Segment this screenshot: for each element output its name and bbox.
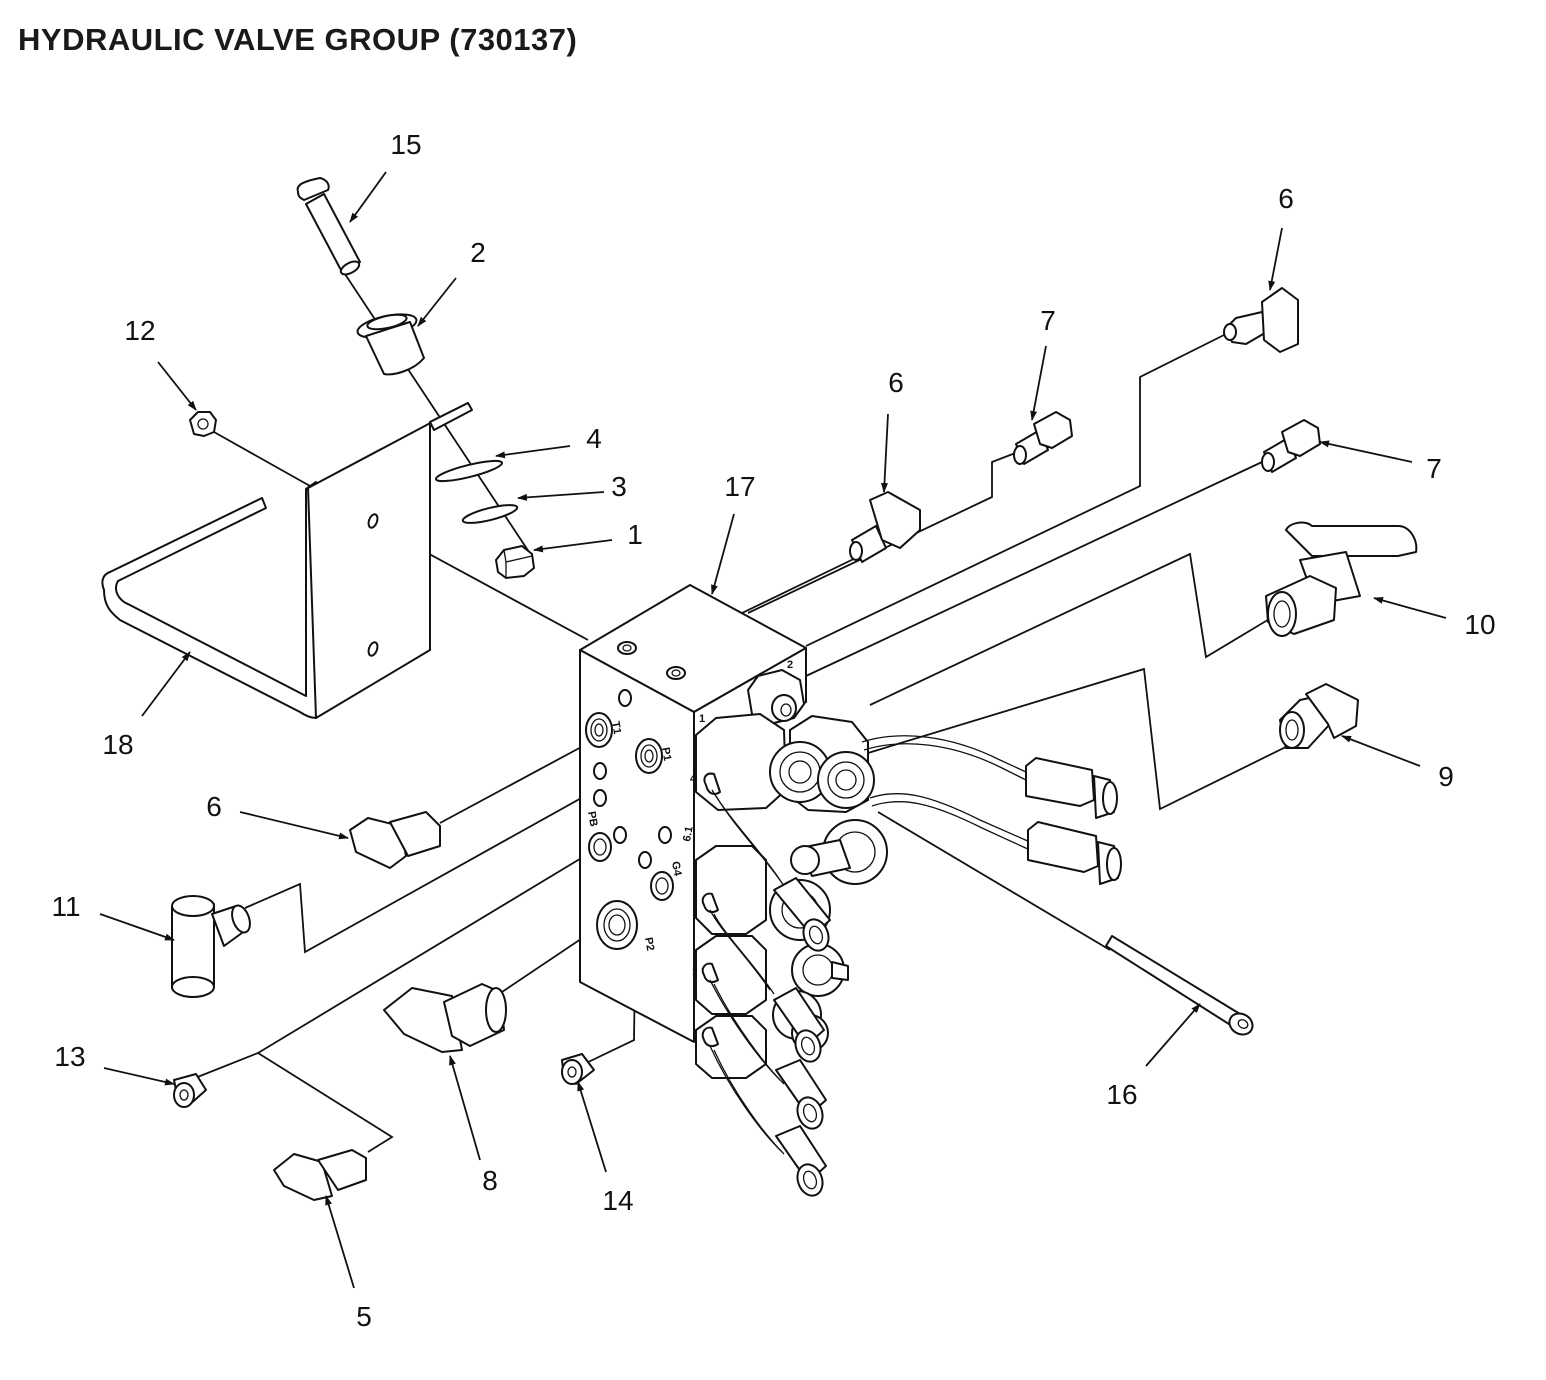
callout-5: 5: [356, 1301, 372, 1332]
callout-numbers: 15 2 12 4 3 1 17 6 7 6 7 10 9 18 6 11 13…: [51, 129, 1495, 1332]
bushing-part-2: [356, 313, 425, 376]
port-label-2: 2: [787, 659, 793, 671]
port-label-t1: T1: [609, 720, 623, 735]
callout-6-middle: 6: [888, 367, 904, 398]
callout-15: 15: [390, 129, 421, 160]
elbow-fitting-part-8: [383, 983, 507, 1053]
callout-18: 18: [102, 729, 133, 760]
port-label-pb: PB: [585, 810, 599, 827]
callout-9: 9: [1438, 761, 1454, 792]
port-label-g4: G4: [669, 860, 684, 877]
washer-part-3: [461, 504, 519, 524]
bolt-part-16: [1105, 935, 1254, 1036]
callout-7-right: 7: [1426, 453, 1442, 484]
port-label-4: 4: [690, 773, 697, 785]
callout-11: 11: [51, 891, 80, 922]
callout-13: 13: [54, 1041, 85, 1072]
port-label-p1: P1: [659, 746, 673, 761]
callout-10: 10: [1464, 609, 1495, 640]
callout-17: 17: [724, 471, 755, 502]
port-label-p2: P2: [642, 936, 656, 951]
callout-3: 3: [611, 471, 627, 502]
fitting-part-7-right: [1261, 419, 1321, 473]
fitting-part-7-left: [1013, 411, 1073, 465]
callout-2: 2: [470, 237, 486, 268]
plug-part-13: [173, 1073, 207, 1108]
callout-6-lower: 6: [206, 791, 222, 822]
nut-part-12: [189, 411, 217, 437]
callout-12: 12: [124, 315, 155, 346]
pin-part-15: [296, 177, 361, 276]
elbow-fitting-part-5: [273, 1149, 367, 1201]
tee-fitting-part-11: [171, 895, 251, 998]
callout-16: 16: [1106, 1079, 1137, 1110]
callout-6-top: 6: [1278, 183, 1294, 214]
callout-4: 4: [586, 423, 602, 454]
bracket-part-18: [101, 402, 473, 719]
leader-arrows: [99, 171, 1447, 1289]
elbow-fitting-part-6-top: [1223, 287, 1299, 353]
valve-manifold-part-17: T1 P1 PB G4 P2 1 2 4 6.1 1: [579, 584, 807, 1043]
callout-1: 1: [627, 519, 643, 550]
callout-14: 14: [602, 1185, 633, 1216]
nut-part-1: [495, 545, 535, 579]
adapter-part-9: [1279, 683, 1359, 749]
page-title: HYDRAULIC VALVE GROUP (730137): [18, 22, 578, 57]
plug-part-14: [561, 1053, 595, 1085]
port-label-1: 1: [699, 713, 705, 725]
callout-7-left: 7: [1040, 305, 1056, 336]
valve-stack: [695, 669, 1122, 1197]
callout-8: 8: [482, 1165, 498, 1196]
tee-fitting-part-10: [1265, 521, 1418, 637]
port-label-6-1: 6.1: [681, 825, 695, 842]
elbow-fitting-part-6-middle: [849, 491, 921, 563]
elbow-fitting-part-6-lower: [349, 811, 441, 869]
washer-part-4: [434, 459, 504, 483]
